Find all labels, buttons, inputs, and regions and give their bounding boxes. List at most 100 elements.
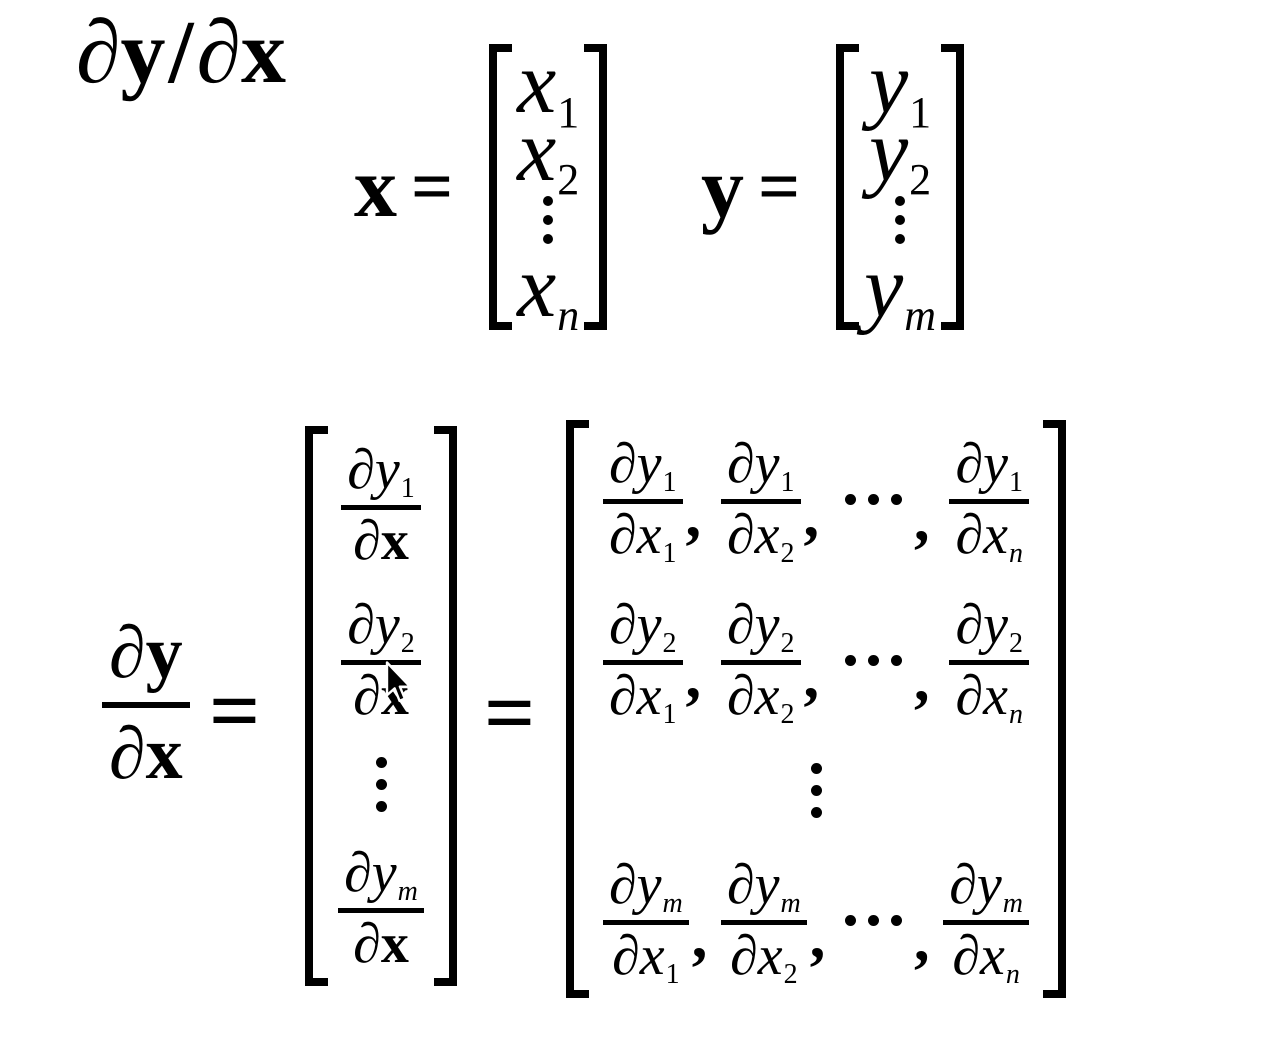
matrix-row xyxy=(603,757,1029,823)
variable: x xyxy=(517,102,557,200)
jacobian-lhs-fraction: ∂y ∂x xyxy=(102,616,190,791)
left-bracket xyxy=(566,420,589,998)
variable: y xyxy=(864,238,904,336)
vertical-ellipsis-icon xyxy=(810,757,822,823)
partial-symbol: ∂ xyxy=(727,593,755,656)
partial-symbol: ∂ xyxy=(609,504,637,566)
matrix-row: ∂ym ∂x1 , ∂ym ∂x2 , , xyxy=(603,853,1029,989)
left-bracket xyxy=(305,426,328,986)
right-bracket xyxy=(1043,420,1066,998)
matrix-cell: , xyxy=(839,629,930,711)
matrix-cell: ∂y1 ∂x2 , xyxy=(721,436,819,568)
variable: x xyxy=(517,35,557,132)
fraction: ∂y2 ∂x1 xyxy=(603,593,683,728)
numerator: ∂y2 xyxy=(341,597,421,658)
column-vector: y 1 y2 ym xyxy=(836,40,965,338)
denominator: ∂x2 xyxy=(724,928,804,989)
partial-symbol: ∂ xyxy=(727,853,755,916)
matrix-cell: ∂ym ∂x1 , xyxy=(603,857,707,989)
equals-sign: = xyxy=(484,664,536,763)
variable: x xyxy=(980,924,1005,987)
subscript: m xyxy=(904,291,937,341)
subscript: 2 xyxy=(1009,627,1023,659)
denominator: ∂x xyxy=(347,513,415,569)
numerator: ∂y1 xyxy=(721,436,801,497)
vector-name-y: y xyxy=(701,139,744,235)
matrix-cell: ∂ym ∂xn xyxy=(943,857,1029,989)
subscript: 2 xyxy=(400,627,415,659)
vector-entries: x1 x2 xn xyxy=(512,40,584,338)
variable: y xyxy=(636,433,662,495)
denominator: ∂xn xyxy=(949,664,1029,729)
comma: , xyxy=(914,906,930,975)
partial-symbol: ∂ xyxy=(609,664,637,727)
variable: x xyxy=(754,664,780,727)
slash: / xyxy=(168,3,194,102)
matrix-body: ∂y1 ∂x1 , ∂y1 ∂x2 , , xyxy=(589,420,1043,998)
vector-name-x: x xyxy=(354,139,397,235)
jacobian-matrix: ∂y1 ∂x1 , ∂y1 ∂x2 , , xyxy=(566,420,1066,998)
fraction-bar xyxy=(603,499,683,504)
matrix-row: ∂y2 ∂x1 , ∂y2 ∂x2 , , xyxy=(603,593,1029,729)
partial-symbol: ∂ xyxy=(955,664,984,727)
fraction: ∂y2 ∂x xyxy=(341,597,421,724)
subscript: n xyxy=(1005,959,1020,991)
partial-symbol: ∂ xyxy=(353,664,381,727)
subscript: m xyxy=(662,888,683,920)
vector-x: x xyxy=(380,912,409,975)
numerator: ∂y1 xyxy=(341,442,421,503)
mouse-cursor-icon xyxy=(385,661,412,703)
fraction: ∂ym ∂x2 xyxy=(721,853,807,989)
matrix-cell: , xyxy=(839,469,930,551)
right-bracket xyxy=(941,44,965,330)
variable: x xyxy=(636,664,662,727)
numerator: ∂y2 xyxy=(949,593,1029,658)
variable: x xyxy=(983,664,1008,727)
fraction-bar xyxy=(943,919,1029,925)
denominator: ∂x2 xyxy=(721,504,801,568)
partial-symbol: ∂ xyxy=(609,433,637,495)
y-vector-definition: y = y1 y2 ym xyxy=(701,40,965,338)
fraction: ∂y2 ∂xn xyxy=(949,593,1029,729)
matrix-cell: ∂y1 ∂x1 , xyxy=(603,433,701,568)
denominator: ∂x1 xyxy=(606,924,686,989)
subscript: n xyxy=(557,291,580,341)
partial-symbol: ∂ xyxy=(353,510,381,572)
subscript: m xyxy=(1002,888,1023,920)
subscript: 1 xyxy=(662,467,677,499)
vector-x: x xyxy=(240,3,286,102)
subscript: 1 xyxy=(400,473,415,505)
numerator: ∂ym xyxy=(338,841,424,906)
partial-symbol: ∂ xyxy=(727,504,755,566)
fraction-bar xyxy=(338,907,424,913)
subscript: 1 xyxy=(909,87,932,137)
subscript: 2 xyxy=(662,627,677,659)
variable: x xyxy=(754,504,780,566)
variable: x xyxy=(636,504,662,566)
partial-symbol: ∂ xyxy=(609,593,637,656)
partial-symbol: ∂ xyxy=(955,593,984,656)
subscript: m xyxy=(397,876,418,908)
comma: , xyxy=(914,485,930,554)
column-vector: x1 x2 xn xyxy=(489,40,608,338)
subscript: 2 xyxy=(780,698,795,730)
subscript: n xyxy=(1009,698,1023,730)
equals-sign: = xyxy=(411,146,454,228)
subscript: 1 xyxy=(662,538,677,570)
partial-symbol: ∂ xyxy=(612,924,640,987)
matrix-cell: ∂y2 ∂xn xyxy=(949,593,1029,729)
variable: y xyxy=(869,35,909,132)
vector-entry: ym xyxy=(864,243,936,338)
left-bracket xyxy=(836,44,860,330)
numerator: ∂y1 xyxy=(603,433,683,497)
partial-symbol: ∂ xyxy=(952,924,981,987)
partial-symbol: ∂ xyxy=(344,841,372,904)
fraction-bar xyxy=(721,919,807,925)
numerator: ∂y2 xyxy=(721,593,801,658)
denominator: ∂xn xyxy=(946,924,1026,989)
fraction: ∂y1 ∂x1 xyxy=(603,433,683,568)
vector-x: x xyxy=(145,713,183,795)
horizontal-ellipsis-icon xyxy=(839,654,908,666)
vertical-ellipsis-icon xyxy=(543,191,554,248)
vector-entry: y2 xyxy=(869,107,931,202)
